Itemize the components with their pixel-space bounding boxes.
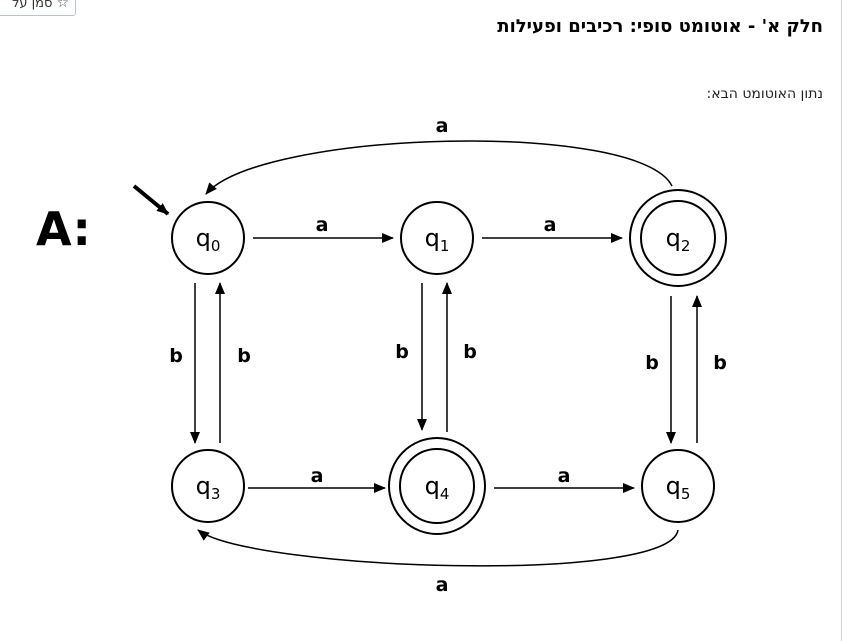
- svg-text:q3: q3: [196, 472, 221, 503]
- state-q5: q5: [641, 449, 715, 523]
- content-divider: [841, 0, 842, 641]
- state-label-q3: q: [196, 472, 211, 500]
- edge-label-q5-q2: b: [713, 352, 727, 374]
- state-subscript-q0: 0: [211, 237, 221, 255]
- edge-label-q3-q4: a: [311, 465, 324, 487]
- svg-text:q5: q5: [666, 472, 691, 503]
- edge-label-q2-q0: a: [436, 115, 449, 137]
- state-q1: q1: [400, 201, 474, 275]
- svg-text:q1: q1: [425, 224, 450, 255]
- svg-text:q4: q4: [425, 472, 450, 503]
- svg-text:q0: q0: [196, 224, 221, 255]
- state-subscript-q1: 1: [440, 237, 450, 255]
- edge-label-q4-q1: b: [463, 341, 477, 363]
- flag-question-label: סמן על: [11, 0, 53, 11]
- edge-label-q5-q3: a: [436, 574, 449, 596]
- state-label-q1: q: [425, 224, 440, 252]
- edge-q5-q3: [197, 529, 679, 567]
- state-label-q4: q: [425, 472, 440, 500]
- edge-label-q3-q0: b: [237, 345, 251, 367]
- edge-label-q2-q5: b: [645, 352, 659, 374]
- svg-text:q2: q2: [666, 224, 691, 255]
- state-label-q5: q: [666, 472, 681, 500]
- start-state-arrow: [132, 184, 170, 216]
- edge-label-q0-q3: b: [169, 345, 183, 367]
- edge-label-q0-q1: a: [316, 214, 329, 236]
- state-q2-accepting: q2: [629, 189, 727, 287]
- state-q3: q3: [171, 449, 245, 523]
- state-subscript-q2: 2: [681, 237, 691, 255]
- state-label-q2: q: [666, 224, 681, 252]
- state-subscript-q3: 3: [211, 485, 221, 503]
- flag-question-button[interactable]: ☆ סמן על: [0, 0, 76, 16]
- state-q4-accepting: q4: [388, 437, 486, 535]
- star-outline-icon: ☆: [56, 0, 69, 11]
- edge-label-q1-q4: b: [395, 341, 409, 363]
- state-subscript-q4: 4: [440, 485, 450, 503]
- edge-label-q1-q2: a: [544, 214, 557, 236]
- edge-q2-q0: [205, 140, 673, 195]
- question-prompt: נתון האוטומט הבא:: [706, 86, 823, 102]
- question-title: חלק א' - אוטומט סופי: רכיבים ופעילות: [497, 16, 823, 37]
- state-label-q0: q: [196, 224, 211, 252]
- state-subscript-q5: 5: [681, 485, 691, 503]
- state-q0: q0: [171, 201, 245, 275]
- edge-label-q4-q5: a: [558, 465, 571, 487]
- automaton-name: A:: [36, 202, 91, 256]
